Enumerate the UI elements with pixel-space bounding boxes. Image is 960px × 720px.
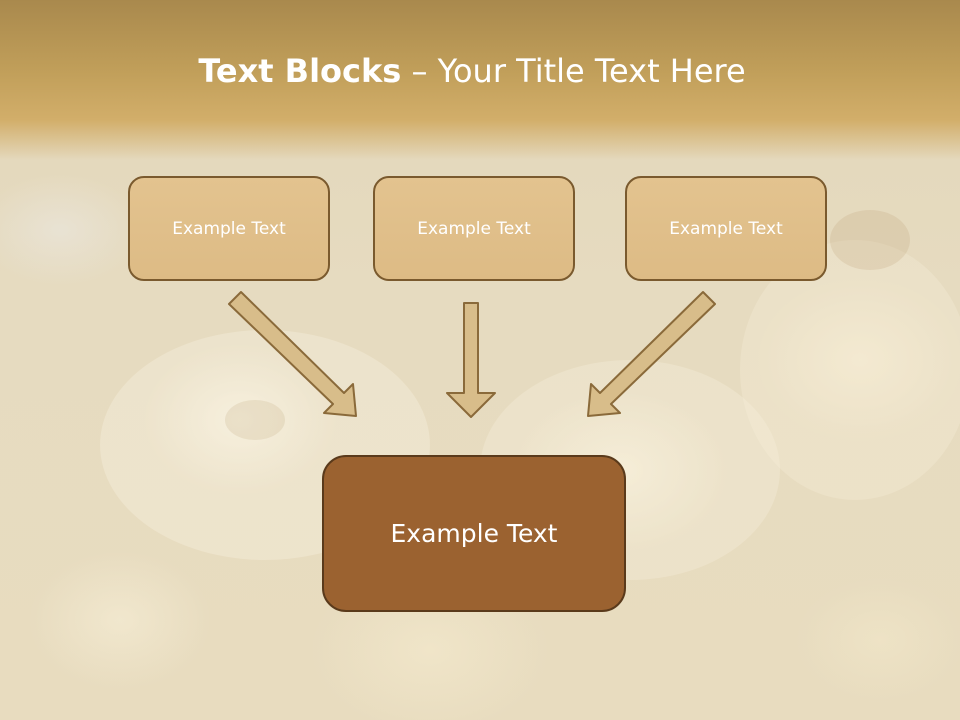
- title-bold-part: Text Blocks: [198, 52, 402, 90]
- top-text-block-1-label: Example Text: [172, 218, 286, 239]
- title-normal-part: Your Title Text Here: [437, 52, 746, 90]
- page-title: Text Blocks – Your Title Text Here: [0, 52, 944, 90]
- top-text-block-2-label: Example Text: [417, 218, 531, 239]
- top-text-block-2[interactable]: Example Text: [373, 176, 575, 281]
- bottom-text-block-label: Example Text: [390, 519, 558, 548]
- top-text-block-3-label: Example Text: [669, 218, 783, 239]
- arrow-center: [446, 302, 496, 418]
- top-text-block-1[interactable]: Example Text: [128, 176, 330, 281]
- background-cookie-shadow: [225, 400, 285, 440]
- title-separator: –: [411, 52, 428, 90]
- arrow-left: [228, 291, 357, 417]
- background-cookie-shadow: [830, 210, 910, 270]
- title-header: [0, 0, 960, 160]
- bottom-text-block[interactable]: Example Text: [322, 455, 626, 612]
- top-text-block-3[interactable]: Example Text: [625, 176, 827, 281]
- arrow-right: [587, 291, 716, 417]
- background-cookie-highlight: [740, 240, 960, 500]
